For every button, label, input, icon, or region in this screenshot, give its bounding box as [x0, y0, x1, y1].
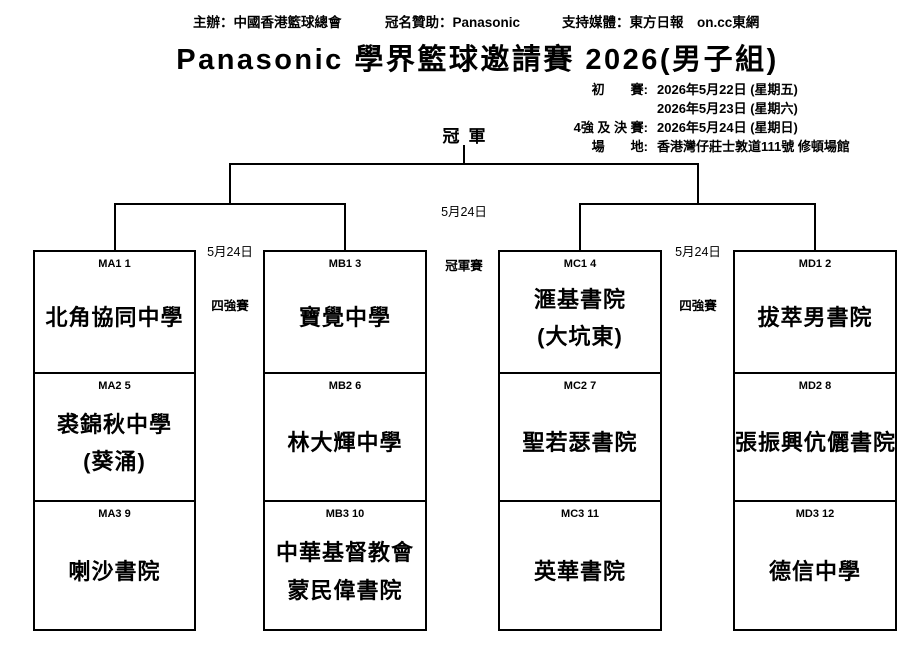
drop-line-group-b	[344, 203, 346, 250]
team-slot-md3: MD3 12 德信中學	[735, 500, 895, 629]
info-label: 4強 及 決 賽:	[573, 120, 648, 135]
match-code: MA2 5	[98, 380, 131, 392]
info-line-preliminary-2: 2026年5月23日 (星期六)	[556, 99, 850, 118]
match-code: MD3 12	[795, 508, 835, 520]
semifinal-left-name: 四強賽	[211, 299, 249, 313]
champion-label: 冠軍	[442, 127, 495, 146]
final-right-drop-line	[697, 163, 699, 205]
info-line-venue: 場 地: 香港灣仔莊士敦道111號 修頓場館	[556, 137, 850, 156]
drop-line-group-c	[579, 203, 581, 250]
final-name: 冠軍賽	[445, 259, 483, 273]
team-slot-md1: MD1 2 拔萃男書院	[735, 252, 895, 372]
info-label: 場 地:	[591, 139, 648, 154]
media-support-credit: 支持媒體：東方日報 on.cc東網	[562, 15, 760, 30]
match-code: MC1 4	[563, 258, 597, 270]
team-name: 張振興伉儷書院	[735, 430, 897, 456]
semifinal-right-label: 5月24日 四強賽	[638, 207, 758, 351]
team-name: 聖若瑟書院	[522, 430, 638, 456]
match-code: MB2 6	[328, 380, 362, 392]
team-name: 拔萃男書院	[757, 305, 873, 331]
match-code: MC2 7	[563, 380, 597, 392]
event-info: 初 賽: 2026年5月22日 (星期五) 2026年5月23日 (星期六) 4…	[556, 80, 850, 156]
semifinal-right-name: 四強賽	[679, 299, 717, 313]
semifinal-left-date: 5月24日	[207, 245, 253, 259]
team-name: 滙基書院 (大坑東)	[533, 286, 626, 349]
page-title: Panasonic 學界籃球邀請賽 2026(男子組)	[176, 44, 779, 76]
bracket-column-mc: MC1 4 滙基書院 (大坑東) MC2 7 聖若瑟書院 MC3 11 英華書院	[498, 250, 662, 631]
team-slot-mc1: MC1 4 滙基書院 (大坑東)	[500, 252, 660, 372]
bracket-column-ma: MA1 1 北角協同中學 MA2 5 裘錦秋中學 (葵涌) MA3 9 喇沙書院	[33, 250, 196, 631]
bracket-column-md: MD1 2 拔萃男書院 MD2 8 張振興伉儷書院 MD3 12 德信中學	[733, 250, 897, 631]
info-label: 初 賽:	[591, 82, 648, 97]
champion-stub-line	[463, 145, 465, 164]
team-name: 寶覺中學	[298, 305, 391, 331]
info-value: 香港灣仔莊士敦道111號 修頓場館	[657, 139, 850, 154]
team-name: 北角協同中學	[45, 305, 184, 331]
final-left-drop-line	[229, 163, 231, 205]
team-slot-mb1: MB1 3 寶覺中學	[265, 252, 425, 372]
team-slot-mc3: MC3 11 英華書院	[500, 500, 660, 629]
organizer-credit: 主辦：中國香港籃球總會	[193, 15, 342, 30]
team-slot-mb3: MB3 10 中華基督教會 蒙民偉書院	[265, 500, 425, 629]
team-name: 英華書院	[533, 558, 626, 584]
info-value: 2026年5月24日 (星期日)	[657, 120, 798, 135]
semifinal-left-label: 5月24日 四強賽	[170, 207, 290, 351]
team-slot-mc2: MC2 7 聖若瑟書院	[500, 372, 660, 500]
team-slot-ma1: MA1 1 北角協同中學	[35, 252, 194, 372]
team-slot-mb2: MB2 6 林大輝中學	[265, 372, 425, 500]
drop-line-group-d	[814, 203, 816, 250]
semifinal-right-horizontal-line	[579, 203, 816, 205]
team-name: 林大輝中學	[287, 430, 403, 456]
final-date: 5月24日	[441, 205, 487, 219]
semifinal-left-horizontal-line	[114, 203, 346, 205]
team-slot-ma3: MA3 9 喇沙書院	[35, 500, 194, 629]
bracket-column-mb: MB1 3 寶覺中學 MB2 6 林大輝中學 MB3 10 中華基督教會 蒙民偉…	[263, 250, 427, 631]
match-code: MA1 1	[98, 258, 131, 270]
info-value: 2026年5月23日 (星期六)	[657, 101, 798, 116]
final-horizontal-line	[229, 163, 699, 165]
info-value: 2026年5月22日 (星期五)	[657, 82, 798, 97]
team-name: 中華基督教會 蒙民偉書院	[275, 540, 414, 603]
info-line-finals: 4強 及 決 賽: 2026年5月24日 (星期日)	[556, 118, 850, 137]
semifinal-right-date: 5月24日	[675, 245, 721, 259]
team-slot-ma2: MA2 5 裘錦秋中學 (葵涌)	[35, 372, 194, 500]
team-slot-md2: MD2 8 張振興伉儷書院	[735, 372, 895, 500]
team-name: 裘錦秋中學 (葵涌)	[56, 411, 172, 474]
title-sponsor-credit: 冠名贊助：Panasonic	[385, 15, 521, 30]
final-match-label: 5月24日 冠軍賽	[404, 167, 524, 311]
match-code: MB3 10	[325, 508, 365, 520]
match-code: MD2 8	[798, 380, 832, 392]
match-code: MB1 3	[328, 258, 362, 270]
team-name: 喇沙書院	[68, 558, 161, 584]
info-label	[556, 99, 648, 118]
match-code: MD1 2	[798, 258, 832, 270]
match-code: MA3 9	[98, 508, 131, 520]
match-code: MC3 11	[561, 508, 599, 520]
info-line-preliminary: 初 賽: 2026年5月22日 (星期五)	[556, 80, 850, 99]
team-name: 德信中學	[768, 558, 861, 584]
drop-line-group-a	[114, 203, 116, 250]
